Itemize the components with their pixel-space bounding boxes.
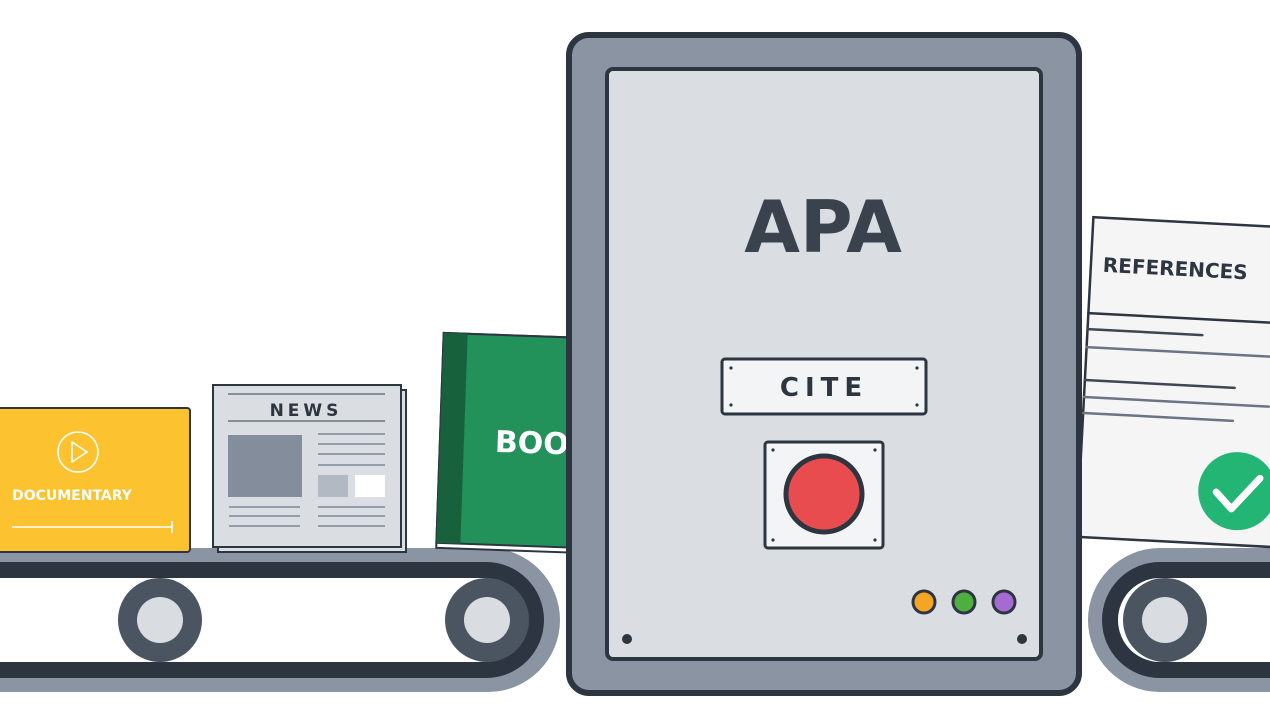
red-button-icon[interactable] xyxy=(783,453,865,535)
conveyor-wheel xyxy=(118,578,202,662)
green-light-icon xyxy=(951,589,977,615)
cite-label-plate: CITE xyxy=(720,357,928,416)
documentary-label: DOCUMENTARY xyxy=(12,488,133,504)
cite-label: CITE xyxy=(780,373,868,403)
play-icon xyxy=(57,431,99,473)
conveyor-wheel xyxy=(445,578,529,662)
cite-button[interactable] xyxy=(763,440,885,550)
purple-light-icon xyxy=(991,589,1017,615)
check-icon xyxy=(1198,452,1270,531)
references-paper: REFERENCES xyxy=(1075,215,1270,551)
news-label: NEWS xyxy=(270,401,343,421)
screw-icon xyxy=(622,634,632,644)
news-image xyxy=(228,435,302,497)
machine-title: APA xyxy=(744,185,902,269)
screw-icon xyxy=(1017,634,1027,644)
right-conveyor xyxy=(1088,548,1270,692)
indicator-lights xyxy=(911,589,1017,615)
newspaper: NEWS xyxy=(212,384,407,553)
conveyor-wheel xyxy=(1123,578,1207,662)
citation-machine: APA CITE xyxy=(566,32,1082,696)
documentary-card: DOCUMENTARY xyxy=(0,407,191,553)
left-conveyor xyxy=(0,548,560,692)
orange-light-icon xyxy=(911,589,937,615)
